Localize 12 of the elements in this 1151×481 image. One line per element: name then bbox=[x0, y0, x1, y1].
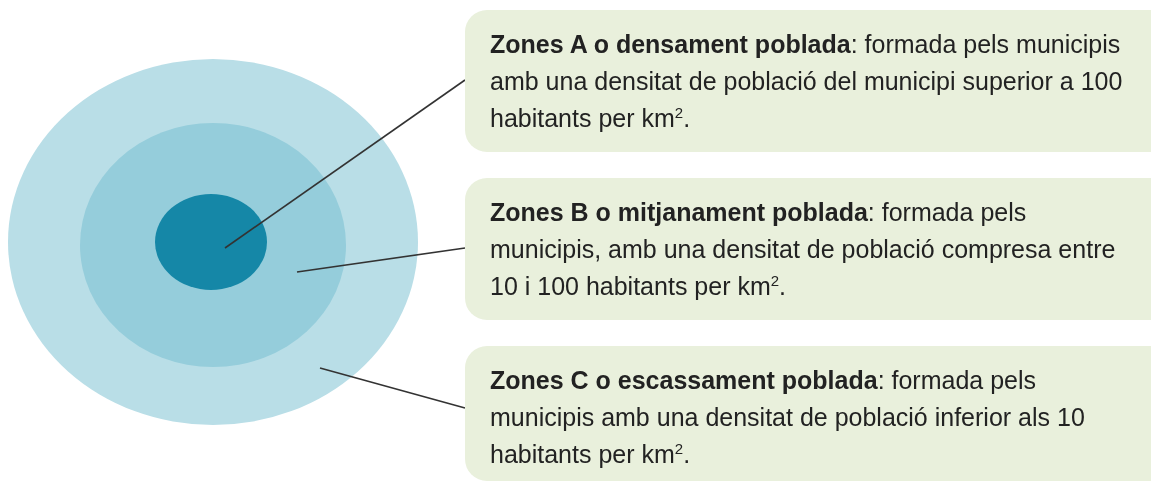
description-card bbox=[465, 10, 1151, 152]
outer-ellipse bbox=[8, 59, 418, 425]
zone-description: Zones A o densament poblada: formada pels municipis amb una densitat de població del municipi superior a 100 habitants per km$^{2}$. bbox=[490, 29, 1124, 134]
zone-description: Zones C o escassament poblada: formada pels municipis amb una densitat de població inferior als 10 habitants per km$^{2}$. bbox=[490, 365, 1086, 470]
zone-description: Zones B o mitjanament poblada: formada pels municipis, amb una densitat de població compresa entre 10 i 100 habitants per km$^{2}$. bbox=[490, 197, 1117, 302]
leader-line bbox=[319, 367, 466, 409]
leader-line bbox=[296, 247, 466, 273]
description-card bbox=[465, 178, 1151, 320]
description-card bbox=[465, 346, 1151, 481]
inner-ellipse bbox=[155, 194, 267, 290]
middle-ellipse bbox=[80, 123, 346, 367]
leader-line bbox=[224, 79, 466, 249]
